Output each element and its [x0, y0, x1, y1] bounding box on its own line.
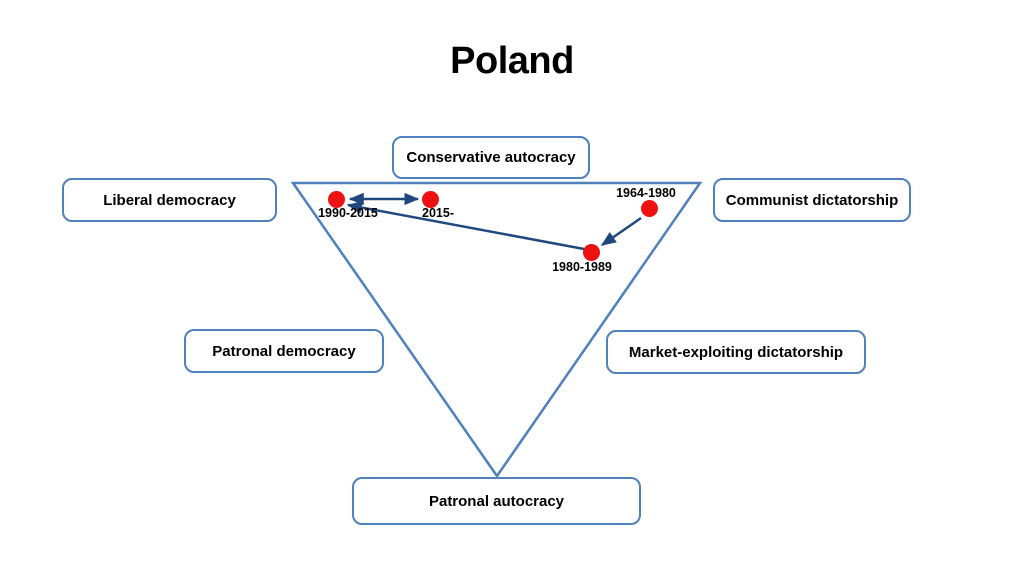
point-label-1964-1980: 1964-1980: [616, 186, 676, 200]
box-market-exploiting-dictatorship: Market-exploiting dictatorship: [606, 330, 866, 374]
box-label-market-exploiting-dictatorship: Market-exploiting dictatorship: [628, 343, 844, 361]
box-label-communist-dictatorship: Communist dictatorship: [725, 191, 899, 209]
data-point-1964-1980: [641, 200, 658, 217]
box-liberal-democracy: Liberal democracy: [62, 178, 277, 222]
box-patronal-autocracy: Patronal autocracy: [352, 477, 641, 525]
box-conservative-autocracy: Conservative autocracy: [392, 136, 590, 179]
arrow-1980-1989-to-1990-2015: [346, 201, 585, 251]
box-patronal-democracy: Patronal democracy: [184, 329, 384, 373]
box-label-liberal-democracy: Liberal democracy: [103, 191, 236, 209]
box-label-patronal-democracy: Patronal democracy: [212, 342, 356, 360]
box-label-conservative-autocracy: Conservative autocracy: [406, 149, 576, 166]
data-point-2015: [422, 191, 439, 208]
point-label-1990-2015: 1990-2015: [318, 206, 378, 220]
point-label-1980-1989: 1980-1989: [552, 260, 612, 274]
box-label-patronal-autocracy: Patronal autocracy: [428, 492, 565, 510]
triangle-outline: [290, 181, 703, 479]
data-point-1980-1989: [583, 244, 600, 261]
data-point-1990-2015: [328, 191, 345, 208]
box-communist-dictatorship: Communist dictatorship: [713, 178, 911, 222]
point-label-2015: 2015-: [422, 206, 454, 220]
arrow-1964-1980-to-1980-1989: [600, 216, 642, 247]
slide-title: Poland: [450, 40, 574, 82]
